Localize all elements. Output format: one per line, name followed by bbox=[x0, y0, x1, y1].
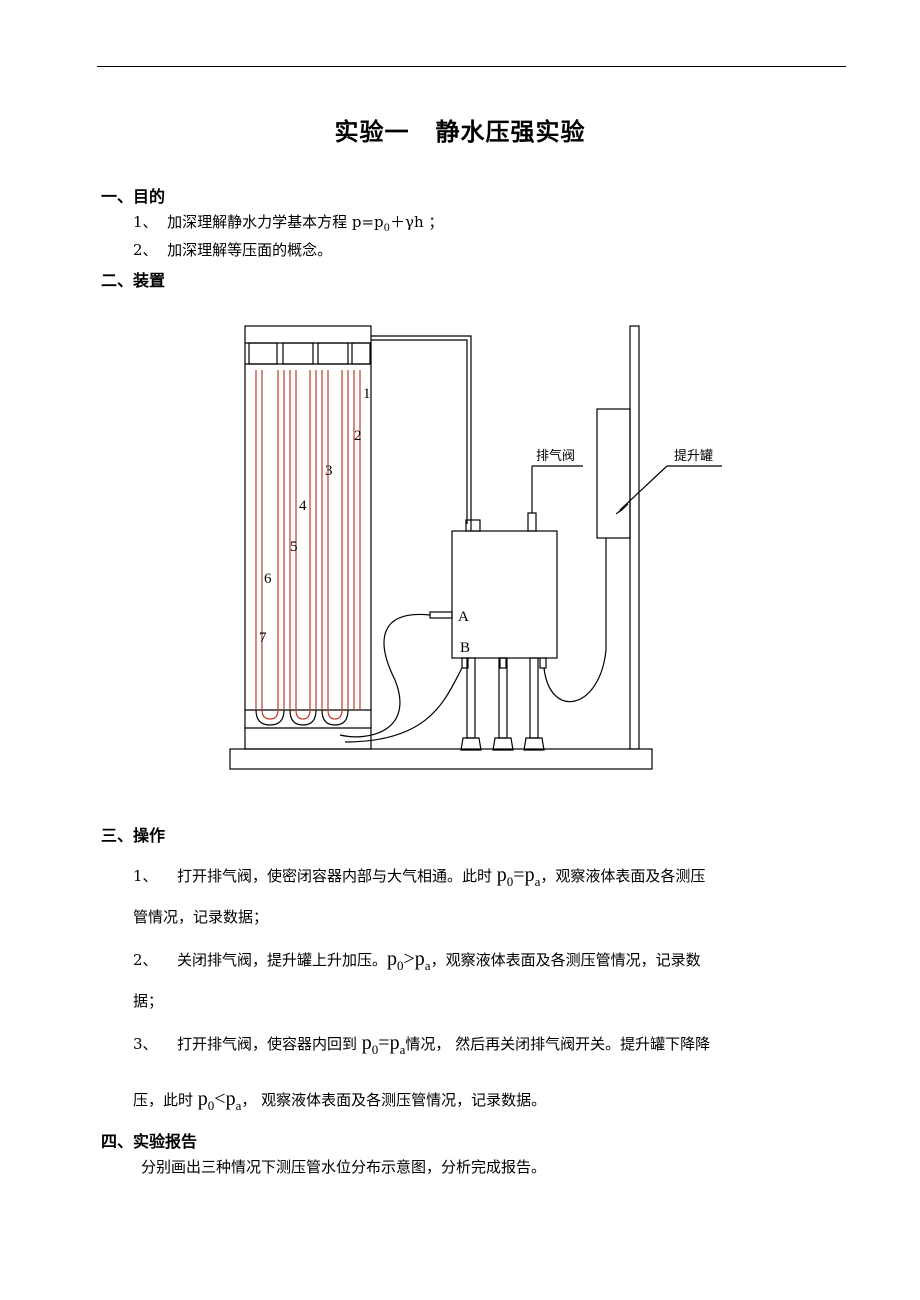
pressure-formula: p0>pa bbox=[387, 948, 431, 973]
tube-label-3: 3 bbox=[325, 463, 333, 479]
step-number: 3、 bbox=[133, 1035, 158, 1053]
purpose-item-2: 2、 加深理解等压面的概念。 bbox=[133, 239, 332, 260]
step-number: 1、 bbox=[133, 867, 158, 885]
tube-label-6: 6 bbox=[264, 571, 272, 587]
header-rule bbox=[97, 66, 846, 67]
apparatus-heading: 二、装置 bbox=[101, 271, 166, 290]
pressure-formula: p0=pa bbox=[496, 864, 541, 889]
tube-label-7: 7 bbox=[259, 630, 267, 646]
step-text-post: ， 观察液体表面及各测压管情况，记录数据。 bbox=[241, 1091, 547, 1109]
title-part2: 静水压强实验 bbox=[435, 118, 586, 146]
step-number: 2、 bbox=[133, 951, 158, 969]
item-sub: 0 bbox=[383, 223, 391, 234]
step-text: 打开排气阀，使密闭容器内部与大气相通。此时 bbox=[177, 867, 493, 885]
item-text: 加深理解等压面的概念。 bbox=[167, 241, 333, 259]
title-part1: 实验一 bbox=[334, 118, 410, 146]
manometer-panel bbox=[244, 325, 372, 750]
tube-label-1: 1 bbox=[363, 386, 371, 402]
base-board bbox=[229, 748, 653, 770]
lift-tank-pole bbox=[629, 325, 640, 750]
lift-tank bbox=[596, 408, 631, 539]
operation-step-3-cont: 压，此时 p0<pa， 观察液体表面及各测压管情况，记录数据。 bbox=[133, 1088, 546, 1114]
point-b-label: B bbox=[460, 640, 470, 656]
operation-step-1-cont: 管情况，记录数据； bbox=[133, 908, 269, 926]
report-text: 分别画出三种情况下测压管水位分布示意图，分析完成报告。 bbox=[141, 1158, 547, 1176]
purpose-item-1: 1、 加深理解静水力学基本方程 p=p0＋γh ； bbox=[133, 211, 443, 234]
page-title: 实验一静水压强实验 bbox=[0, 112, 920, 147]
step-text: 打开排气阀，使容器内回到 bbox=[177, 1035, 358, 1053]
operation-step-2: 2、 关闭排气阀，提升罐上升加压。p0>pa，观察液体表面及各测压管情况，记录数 bbox=[133, 948, 701, 974]
tube-label-5: 5 bbox=[290, 539, 298, 555]
step-text-post: ，观察液体表面及各测压 bbox=[540, 867, 706, 885]
item-number: 1、 bbox=[133, 213, 158, 231]
pressure-vessel bbox=[451, 530, 558, 659]
exhaust-valve-label: 排气阀 bbox=[536, 448, 575, 463]
operation-step-1: 1、 打开排气阀，使密闭容器内部与大气相通。此时 p0=pa，观察液体表面及各测压 bbox=[133, 864, 705, 890]
lift-tank-label: 提升罐 bbox=[674, 448, 713, 463]
pressure-formula: p0<pa bbox=[197, 1088, 242, 1113]
operation-step-3: 3、 打开排气阀，使容器内回到 p0=pa情况， 然后再关闭排气阀开关。提升罐下降… bbox=[133, 1032, 710, 1058]
step-text: 压，此时 bbox=[133, 1091, 194, 1109]
tube-label-4: 4 bbox=[299, 498, 307, 514]
item-tail: ＋γh ； bbox=[390, 213, 444, 231]
step-text-post: ，观察液体表面及各测压管情况，记录数 bbox=[430, 951, 701, 969]
operation-step-2-cont: 据； bbox=[133, 992, 164, 1010]
report-heading: 四、实验报告 bbox=[101, 1132, 198, 1151]
apparatus-diagram: 1 2 3 4 5 6 7 A B 排气阀 提升罐 bbox=[229, 325, 722, 770]
tube-label-2: 2 bbox=[354, 428, 362, 444]
item-text: 加深理解静水力学基本方程 p=p bbox=[167, 213, 384, 231]
operation-heading: 三、操作 bbox=[101, 826, 166, 845]
item-number: 2、 bbox=[133, 241, 158, 259]
pressure-formula: p0=pa bbox=[361, 1032, 406, 1057]
step-text: 关闭排气阀，提升罐上升加压。 bbox=[177, 951, 388, 969]
point-a-label: A bbox=[458, 609, 469, 625]
purpose-heading: 一、目的 bbox=[101, 187, 166, 206]
step-text-post: 情况， 然后再关闭排气阀开关。提升罐下降降 bbox=[405, 1035, 711, 1053]
